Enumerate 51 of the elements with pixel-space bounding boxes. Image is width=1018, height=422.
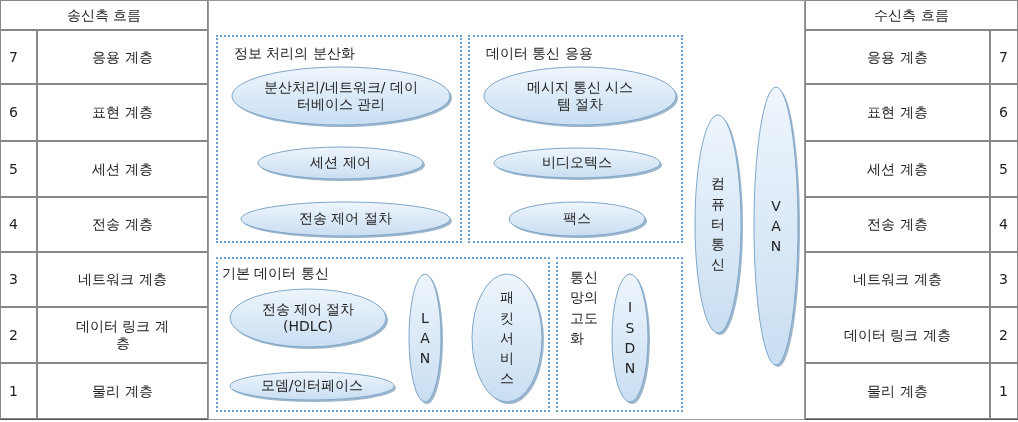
ellipse: 전송 제어 절차 (HDLC) — [228, 287, 388, 349]
ellipse: 세션 제어 — [256, 145, 425, 181]
header-cell: 송신측 흐름 — [0, 0, 208, 30]
layer-number-cell: 7 — [990, 30, 1018, 84]
layer-number-cell: 5 — [0, 141, 37, 197]
ellipse: 비디오텍스 — [492, 146, 662, 180]
layer-name-cell: 전송 계층 — [37, 197, 208, 252]
ellipse: 전송 제어 절차 — [239, 200, 452, 238]
group-heading: 데이터 통신 응용 — [486, 45, 593, 63]
layer-name-cell: 네트워크 계층 — [37, 252, 208, 307]
ellipse: 패킷 서비스 — [470, 272, 544, 404]
layer-number-cell: 3 — [0, 252, 37, 307]
layer-name-cell: 물리 계층 — [805, 363, 990, 419]
ellipse: 메시지 통신 시스템 절차 — [482, 65, 678, 127]
layer-name-cell: 전송 계층 — [805, 197, 990, 252]
group-heading: 정보 처리의 분산화 — [234, 45, 355, 63]
ellipse: 컴퓨터통신 — [693, 113, 743, 335]
group-heading: 통신망의 고도화 — [570, 268, 599, 348]
layer-number-cell: 1 — [990, 363, 1018, 419]
layer-number-cell: 7 — [0, 30, 37, 84]
layer-name-cell: 세션 계층 — [37, 141, 208, 197]
layer-number-cell: 6 — [990, 84, 1018, 141]
ellipse: 분산처리/네트워크/ 데이터베이스 관리 — [230, 65, 452, 127]
layer-name-cell: 표현 계층 — [805, 84, 990, 141]
layer-name-cell: 네트워크 계층 — [805, 252, 990, 307]
layer-number-cell: 2 — [0, 307, 37, 363]
dotted-group-box — [216, 257, 550, 412]
layer-number-cell: 6 — [0, 84, 37, 141]
layer-name-cell: 응용 계층 — [805, 30, 990, 84]
layer-name-cell: 세션 계층 — [805, 141, 990, 197]
ellipse: 팩스 — [507, 200, 647, 238]
layer-number-cell: 5 — [990, 141, 1018, 197]
layer-number-cell: 4 — [990, 197, 1018, 252]
layer-name-cell: 표현 계층 — [37, 84, 208, 141]
ellipse: ISDN — [610, 272, 650, 404]
dotted-group-box — [216, 35, 462, 243]
layer-name-cell: 데이터 링크 계층 — [37, 307, 208, 363]
dotted-group-box — [468, 35, 683, 243]
layer-number-cell: 2 — [990, 307, 1018, 363]
layer-name-cell: 데이터 링크 계층 — [805, 307, 990, 363]
layer-name-cell: 응용 계층 — [37, 30, 208, 84]
layer-name-cell: 물리 계층 — [37, 363, 208, 419]
group-heading: 기본 데이터 통신 — [222, 265, 329, 283]
ellipse: 모뎀/인터페이스 — [228, 370, 396, 402]
layer-number-cell: 1 — [0, 363, 37, 419]
layer-number-cell: 3 — [990, 252, 1018, 307]
dotted-group-box — [556, 257, 683, 412]
layer-number-cell: 4 — [0, 197, 37, 252]
ellipse: VAN — [752, 85, 800, 367]
header-cell: 수신측 흐름 — [805, 0, 1018, 30]
ellipse: LAN — [407, 272, 443, 404]
